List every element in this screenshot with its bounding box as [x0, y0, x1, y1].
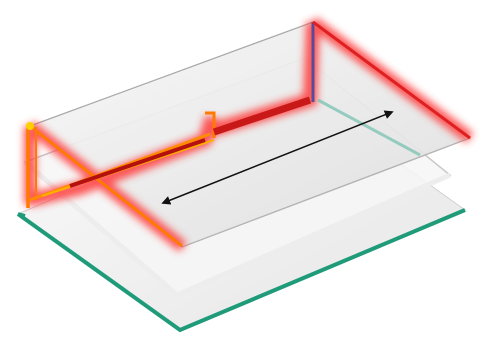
electrode-node	[26, 122, 34, 130]
bottom-plate-edge-left	[18, 214, 25, 216]
